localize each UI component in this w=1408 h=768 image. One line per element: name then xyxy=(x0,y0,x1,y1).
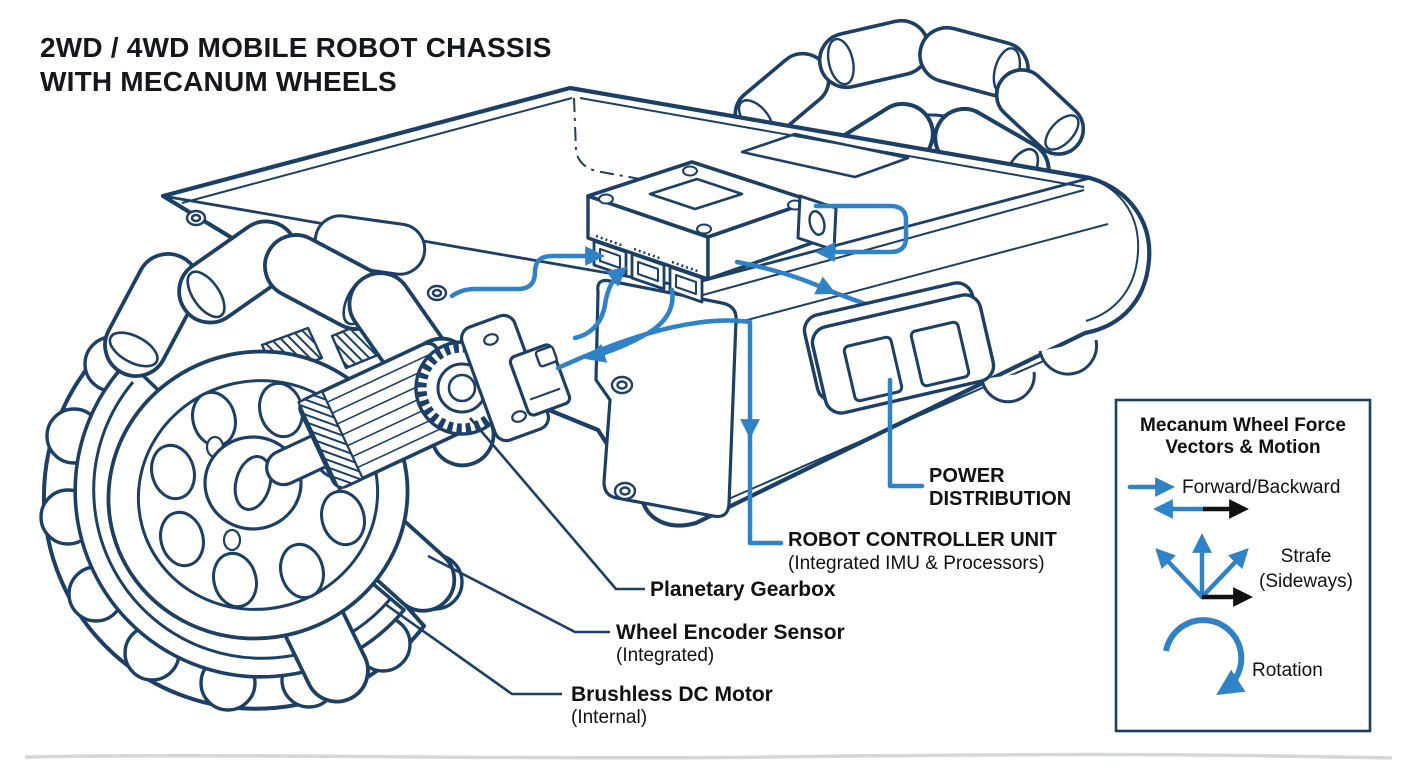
leader-wheel-encoder xyxy=(427,554,610,634)
forward-backward-arrows-icon xyxy=(1127,477,1249,519)
wire-controller-leader xyxy=(747,427,784,546)
robot-controller-label: ROBOT CONTROLLER UNIT xyxy=(788,529,1057,551)
robot-controller-sublabel: (Integrated IMU & Processors) xyxy=(788,553,1045,574)
power-distribution-label-line1: POWER xyxy=(929,465,1005,487)
wire-controller-to-power xyxy=(734,259,837,295)
legend-title-line2: Vectors & Motion xyxy=(1165,437,1320,458)
controller-lid-screws xyxy=(598,165,803,235)
ground-line xyxy=(24,752,1393,760)
power-distribution-box xyxy=(802,281,996,415)
brushless-motor-label: Brushless DC Motor xyxy=(571,683,773,706)
legend-strafe-label-line1: Strafe xyxy=(1281,546,1332,567)
leader-planetary-gearbox xyxy=(469,417,645,591)
wheel-encoder-label: Wheel Encoder Sensor xyxy=(616,621,845,644)
encoder-sensor xyxy=(508,343,572,417)
legend-strafe-label-line2: (Sideways) xyxy=(1259,571,1353,592)
power-distribution-label-line2: DISTRIBUTION xyxy=(929,488,1071,510)
planetary-gearbox-label: Planetary Gearbox xyxy=(650,578,836,601)
diagram-title-line1: 2WD / 4WD MOBILE ROBOT CHASSIS xyxy=(40,32,552,63)
legend-rotation-label: Rotation xyxy=(1252,660,1323,681)
leader-brushless-motor xyxy=(384,602,562,696)
brushless-motor-sublabel: (Internal) xyxy=(571,707,647,728)
chassis-screw xyxy=(185,209,448,302)
wire-encoder-down xyxy=(555,318,760,439)
wire-into-port-2 xyxy=(572,266,628,341)
legend-box: Mecanum Wheel Force Vectors & Motion For… xyxy=(1114,398,1372,733)
wheel-encoder-sublabel: (Integrated) xyxy=(616,645,714,666)
strafe-arrows-icon xyxy=(1155,533,1253,607)
wire-power-leader xyxy=(887,377,925,489)
wire-right-loop xyxy=(813,203,909,262)
rotation-arrow-icon xyxy=(1163,617,1246,696)
legend-title-line1: Mecanum Wheel Force xyxy=(1140,415,1346,436)
legend-forward-backward-label: Forward/Backward xyxy=(1182,477,1340,498)
drive-assembly xyxy=(265,313,572,491)
callout-leaders xyxy=(384,417,645,696)
diagram-title-line2: WITH MECANUM WHEELS xyxy=(40,66,397,97)
wire-into-port-1 xyxy=(449,246,605,299)
controller-wiring xyxy=(449,203,925,546)
